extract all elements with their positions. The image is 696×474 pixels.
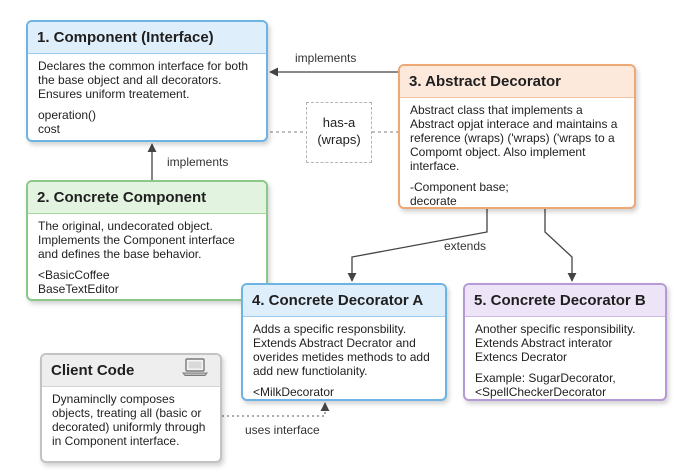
client-code-description: Dynaminclly composes objects, treating a… <box>52 392 206 448</box>
concrete-decorator-b-example-2: <SpellCheckerDecorator <box>475 385 607 399</box>
abstract-decorator-box: 3. Abstract Decorator Abstract class tha… <box>398 64 636 209</box>
component-interface-title: 1. Component (Interface) <box>28 22 266 54</box>
concrete-component-example-1: <BasicCoffee <box>38 268 110 282</box>
concrete-decorator-a-box: 4. Concrete Decorator A Adds a specific … <box>241 283 447 401</box>
has-a-label: has-a <box>322 115 356 130</box>
extends-arrow-a <box>347 209 488 282</box>
concrete-decorator-b-box: 5. Concrete Decorator B Another specific… <box>463 283 667 401</box>
laptop-icon <box>182 358 208 376</box>
component-base-field: -Component base; <box>410 180 509 194</box>
extends-label: extends <box>444 239 487 253</box>
concrete-decorator-b-description: Another specific responsibility. Extends… <box>475 322 636 364</box>
implements-label-left: implements <box>167 155 229 169</box>
decorate-method: decorate <box>410 194 457 208</box>
implements-label-top: implements <box>295 51 357 65</box>
has-a-relation-box: has-a (wraps) <box>306 102 372 163</box>
concrete-decorator-b-title: 5. Concrete Decorator B <box>465 285 665 317</box>
uses-interface-connector <box>222 402 330 417</box>
component-interface-description: Declares the common interface for both t… <box>38 59 249 101</box>
concrete-component-description: The original, undecorated object. Implem… <box>38 219 235 261</box>
abstract-decorator-title: 3. Abstract Decorator <box>400 66 634 98</box>
concrete-decorator-a-description: Adds a specific responsbility. Extends A… <box>253 322 430 378</box>
extends-arrow-b <box>544 209 577 282</box>
concrete-decorator-a-example: <MilkDecorator <box>253 385 335 399</box>
concrete-decorator-b-example-1: Example: SugarDecorator, <box>475 371 616 385</box>
cost-method: cost <box>38 122 61 136</box>
concrete-component-example-2: BaseTextEditor <box>38 282 119 296</box>
uses-interface-label: uses interface <box>245 423 320 437</box>
component-interface-box: 1. Component (Interface) Declares the co… <box>26 20 268 142</box>
operation-method: operation() <box>38 108 97 122</box>
concrete-component-box: 2. Concrete Component The original, unde… <box>26 180 268 301</box>
concrete-decorator-a-title: 4. Concrete Decorator A <box>243 285 445 317</box>
concrete-component-title: 2. Concrete Component <box>28 182 266 214</box>
wraps-label: (wraps) <box>317 132 361 147</box>
abstract-decorator-description: Abstract class that implements a Abstrac… <box>410 103 618 173</box>
